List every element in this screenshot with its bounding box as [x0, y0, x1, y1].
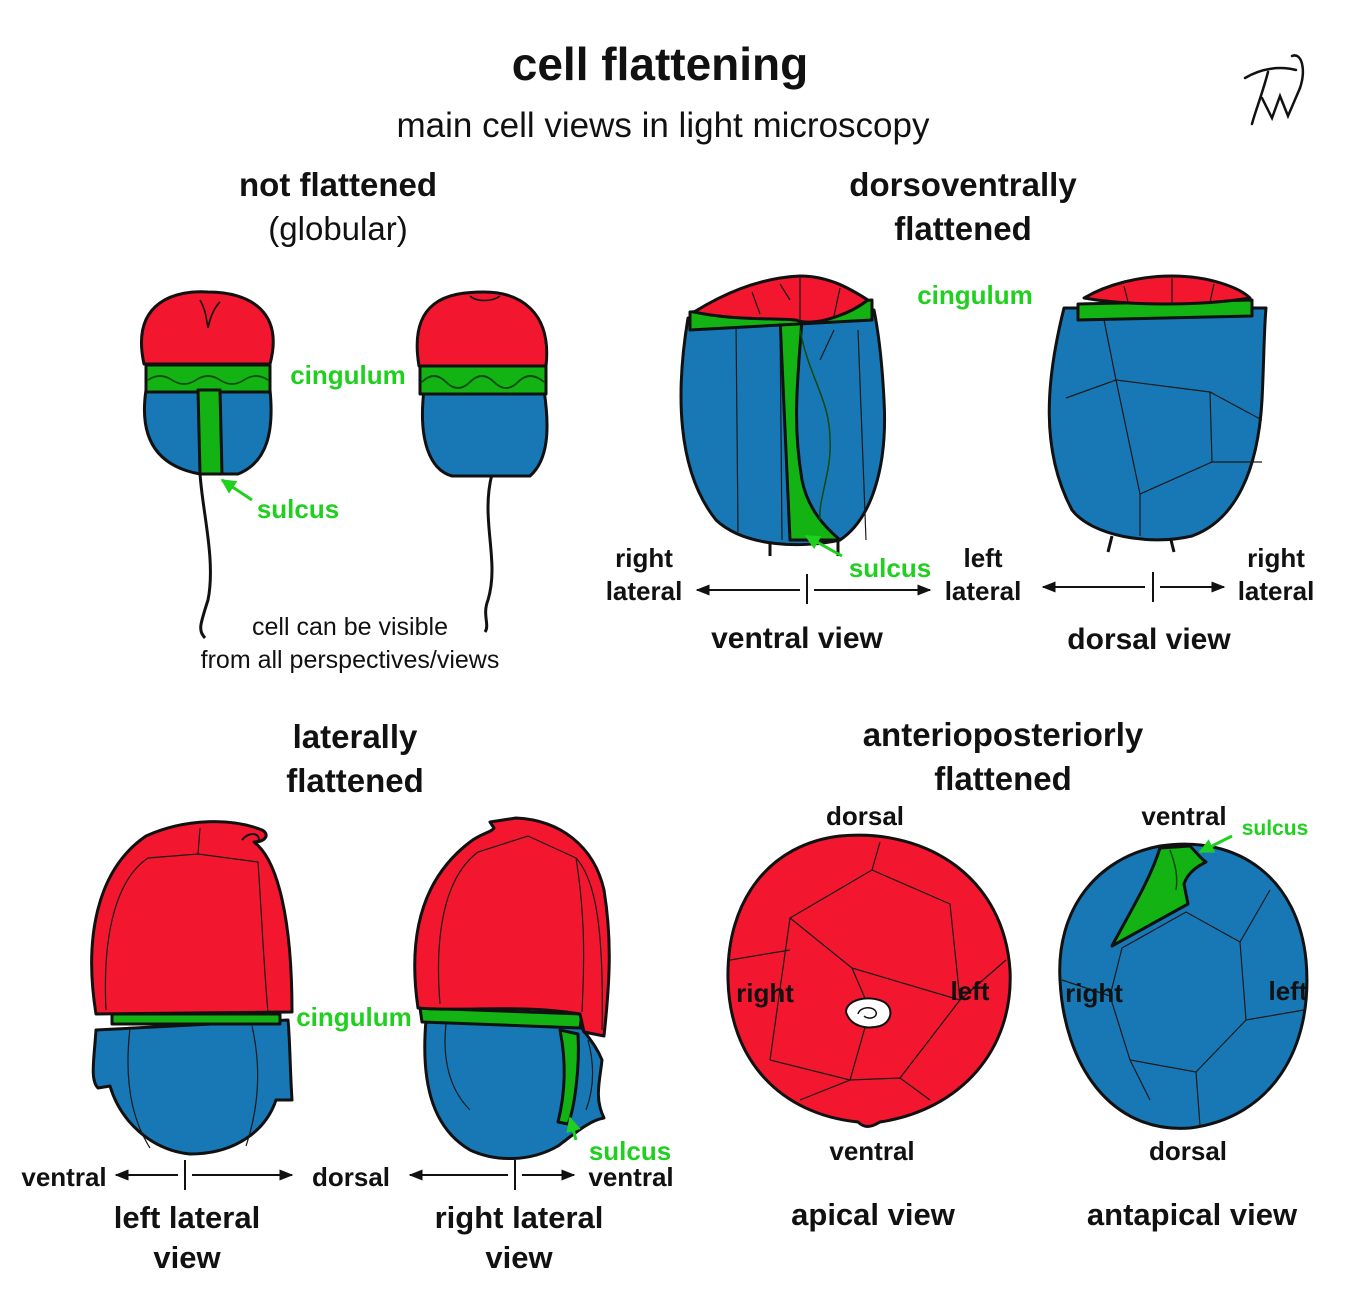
caption-ventral-view: ventral view: [711, 622, 883, 655]
lat-left-axis-label: ventral: [21, 1162, 106, 1192]
label-cingulum-lateral: cingulum: [296, 1002, 412, 1032]
dv-ventral-right-label-line2: lateral: [945, 576, 1022, 606]
globular-note-line1: cell can be visible: [252, 613, 448, 641]
panel-dorsoventral: dorsoventrally flattened cingulum sulcus: [606, 166, 1315, 656]
label-sulcus-ap: sulcus: [1242, 817, 1309, 840]
panel-heading-ap-flattened: flattened: [934, 760, 1072, 797]
panel-heading-anterioposteriorly: anterioposteriorly: [863, 716, 1144, 753]
caption-apical-view: apical view: [791, 1197, 956, 1232]
apical-label-left: right: [736, 978, 794, 1008]
label-sulcus-lateral: sulcus: [589, 1136, 671, 1166]
globular-cell-dorsal: [415, 290, 549, 633]
label-cingulum-globular: cingulum: [290, 360, 406, 390]
dv-ventral-left-label-line2: lateral: [606, 576, 683, 606]
caption-left-lateral-line2: view: [153, 1240, 221, 1275]
dv-dorsal-right-label-line1: right: [1247, 543, 1305, 573]
caption-right-lateral-line1: right lateral: [435, 1200, 604, 1235]
sulcus-pointer-arrow-ap: [1198, 834, 1233, 854]
panel-heading-dorsoventrally: dorsoventrally: [849, 166, 1077, 203]
lateral-cell-right-view: [413, 816, 611, 1160]
dv-cell-ventral-view: [679, 274, 887, 556]
caption-dorsal-view: dorsal view: [1067, 623, 1231, 656]
page-title: cell flattening: [512, 38, 808, 90]
ap-cell-apical-view: [726, 833, 1012, 1128]
label-cingulum-dv: cingulum: [917, 280, 1033, 310]
globular-note-line2: from all perspectives/views: [201, 646, 500, 674]
panel-heading-dv-flattened: flattened: [894, 210, 1032, 247]
panel-heading-laterally: laterally: [293, 718, 418, 755]
caption-right-lateral-line2: view: [485, 1240, 553, 1275]
dv-ventral-right-label-line1: left: [964, 543, 1003, 573]
dv-ventral-left-label-line1: right: [615, 543, 673, 573]
lat-right-axis-label-right: ventral: [588, 1162, 673, 1192]
lateral-cell-left-view: [90, 820, 294, 1156]
lat-right-axis-label-left: dorsal: [312, 1162, 390, 1192]
antapical-label-right: left: [1269, 976, 1308, 1006]
label-sulcus-dv: sulcus: [849, 553, 931, 583]
apical-label-right: left: [951, 976, 990, 1006]
apical-label-top: dorsal: [826, 801, 904, 831]
antapical-label-bottom: dorsal: [1149, 1136, 1227, 1166]
label-sulcus-globular: sulcus: [257, 494, 339, 524]
author-signature-logo: [1243, 54, 1304, 126]
sulcus-pointer-arrow: [220, 478, 253, 502]
sulcus-pointer-arrow-lateral: [566, 1116, 581, 1141]
globular-cell-ventral: [140, 290, 275, 639]
panel-heading-globular: (globular): [268, 210, 407, 247]
panel-heading-lat-flattened: flattened: [286, 762, 424, 799]
dv-cell-dorsal-view: [1047, 274, 1268, 553]
panel-heading-not-flattened: not flattened: [239, 166, 437, 203]
apical-label-bottom: ventral: [829, 1136, 914, 1166]
antapical-label-top: ventral: [1141, 801, 1226, 831]
sulcus-pointer-arrow-dv: [804, 534, 843, 558]
ap-cell-antapical-view: [1058, 842, 1309, 1130]
caption-left-lateral-line1: left lateral: [114, 1200, 260, 1235]
panel-not-flattened: not flattened (globular) cingulum sulcus…: [140, 166, 549, 674]
dv-dorsal-right-label-line2: lateral: [1238, 576, 1315, 606]
page-subtitle: main cell views in light microscopy: [397, 106, 930, 145]
antapical-label-left: right: [1065, 978, 1123, 1008]
panel-lateral: laterally flattened cingulum sulcus vent…: [21, 718, 673, 1275]
panel-anterioposterior: anterioposteriorly flattened dorsal vent…: [726, 716, 1309, 1232]
caption-antapical-view: antapical view: [1087, 1197, 1298, 1232]
